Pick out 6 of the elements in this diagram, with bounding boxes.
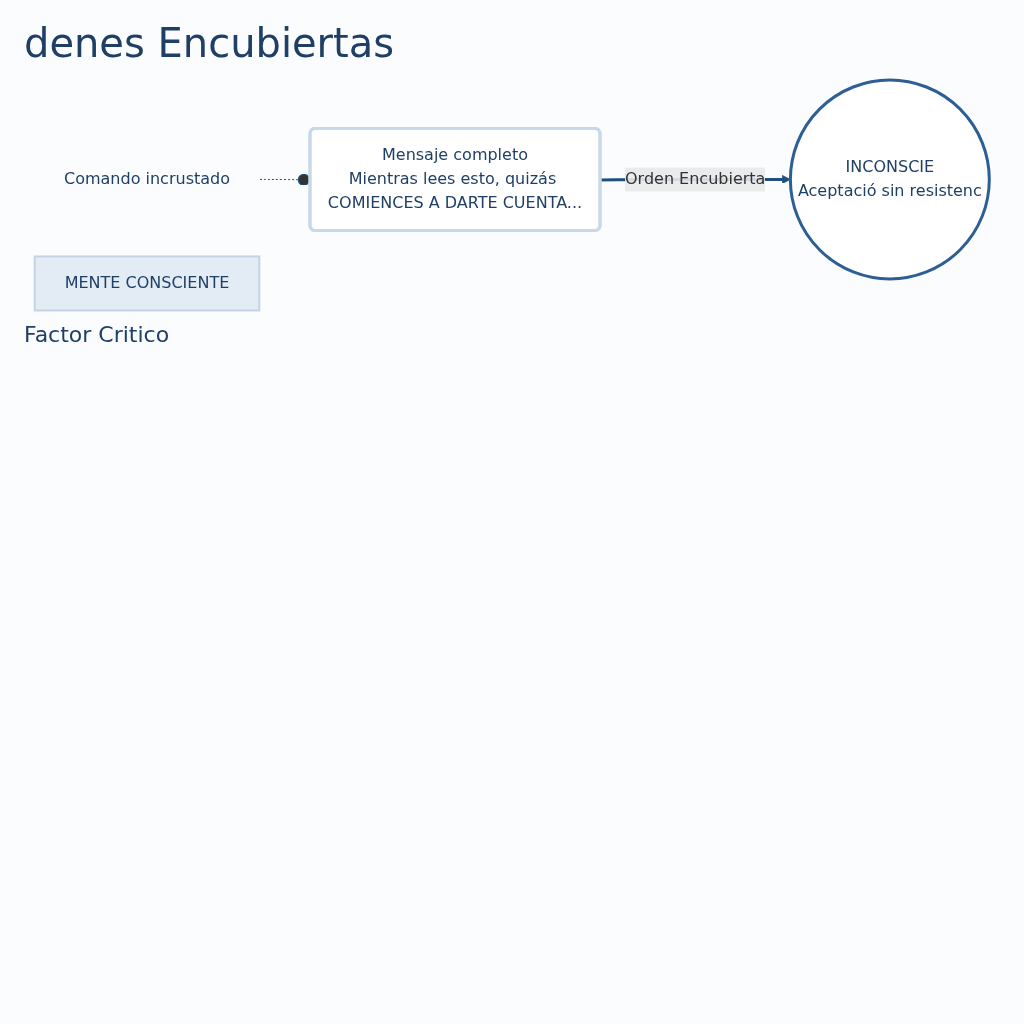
note-text: Factor Critico — [23, 321, 171, 350]
node-text: Comando incrustado — [64, 169, 231, 189]
node-box: MENTE CONSCIENTE — [34, 255, 261, 312]
edge-label: Orden Encubierta — [625, 169, 766, 189]
diagram-title: denes Encubiertas — [23, 19, 396, 68]
node-circle: INCONSCIE Aceptació sin resistenc — [789, 78, 992, 281]
